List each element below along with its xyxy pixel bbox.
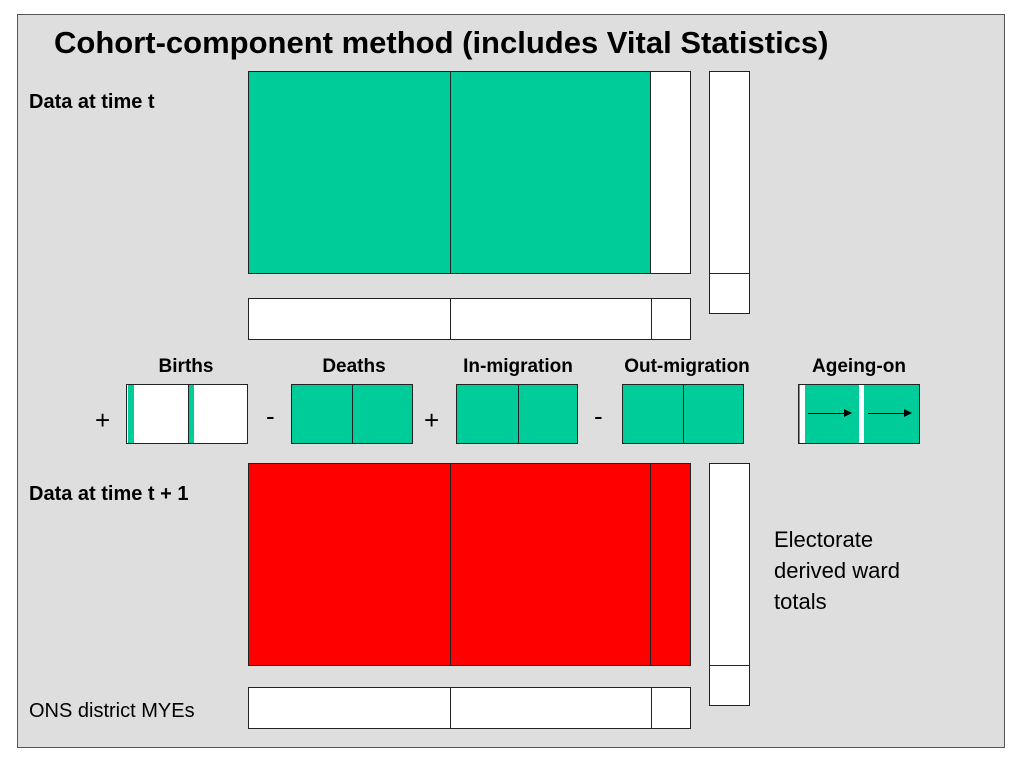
slide: Cohort-component method (includes Vital … — [17, 14, 1005, 748]
matrix-time-t-plus-1 — [248, 463, 691, 666]
label-births: Births — [158, 356, 214, 377]
ward-column-time-t-plus-1 — [709, 463, 750, 706]
operator-minus-out-migration: - — [594, 401, 603, 431]
operator-minus-deaths: - — [266, 401, 275, 431]
label-ons-district-myes: ONS district MYEs — [29, 700, 195, 722]
electorate-label: Electorate derived ward totals — [774, 524, 900, 617]
electorate-line-2: derived ward — [774, 558, 900, 583]
label-ageing-on: Ageing-on — [812, 356, 906, 377]
electorate-line-1: Electorate — [774, 527, 874, 552]
label-data-at-time-t-plus-1: Data at time t + 1 — [29, 483, 189, 505]
ageing-arrow-2-icon — [868, 409, 912, 417]
out-migration-box — [622, 384, 744, 444]
operator-plus-in-migration: + — [424, 405, 440, 435]
label-data-at-time-t: Data at time t — [29, 91, 155, 113]
matrix-time-t-fill-right — [450, 72, 650, 273]
births-box — [126, 384, 248, 444]
deaths-box — [291, 384, 413, 444]
diagram-title: Cohort-component method (includes Vital … — [54, 25, 829, 60]
label-in-migration: In-migration — [463, 356, 573, 377]
totals-row-ons-myes — [248, 687, 691, 729]
label-out-migration: Out-migration — [624, 356, 750, 377]
ageing-arrow-1-icon — [808, 409, 852, 417]
ageing-on-box — [798, 384, 920, 444]
matrix-time-t — [248, 71, 691, 274]
totals-row-time-t — [248, 298, 691, 340]
matrix-time-t-fill-left — [249, 72, 450, 273]
in-migration-box — [456, 384, 578, 444]
operator-plus-births: + — [95, 405, 111, 435]
label-deaths: Deaths — [322, 356, 386, 377]
electorate-line-3: totals — [774, 589, 827, 614]
ward-column-time-t — [709, 71, 750, 314]
